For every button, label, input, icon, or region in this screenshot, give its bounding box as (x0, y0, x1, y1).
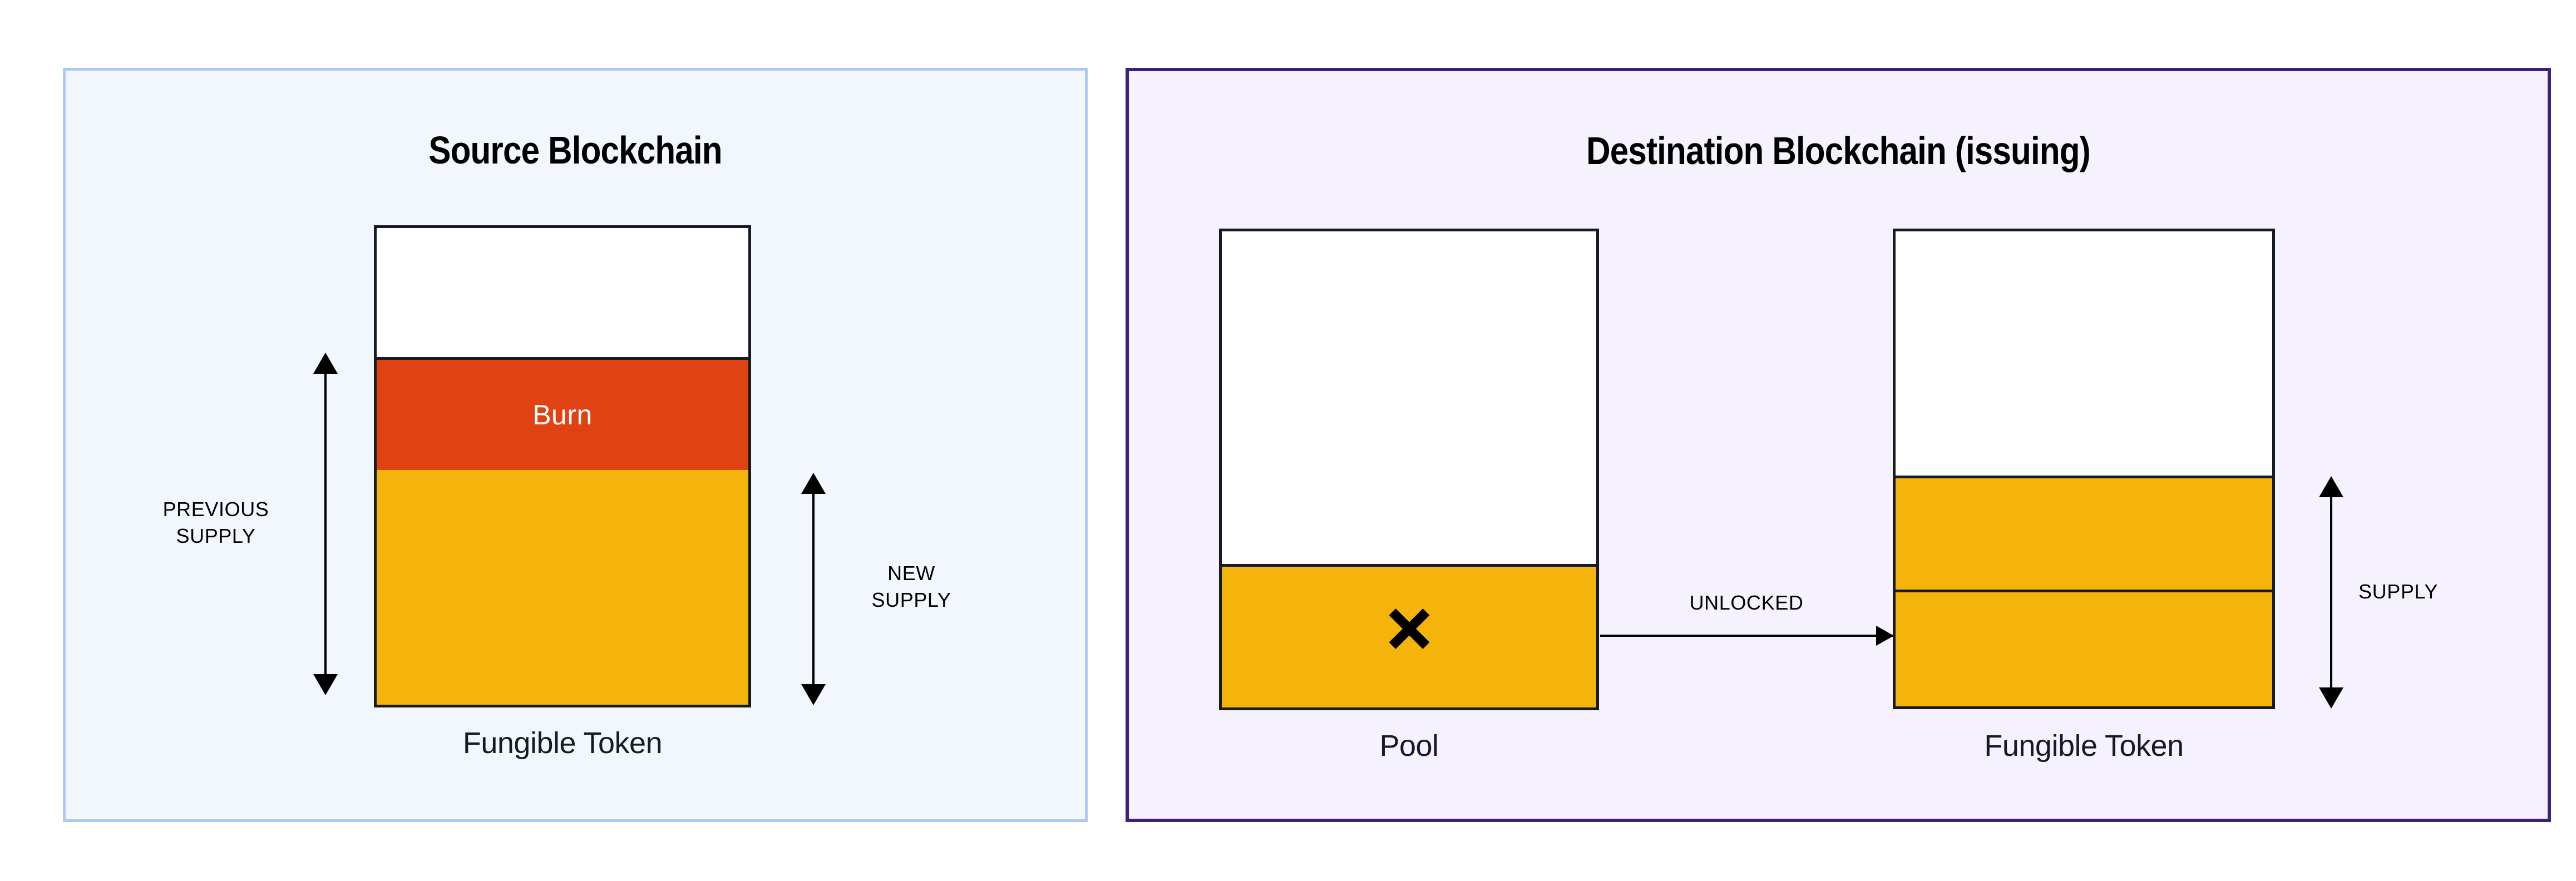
arrow-shaft (324, 364, 327, 684)
arrow-shaft (2330, 487, 2332, 697)
unlocked-flow-arrow (1600, 626, 1894, 646)
source-bar-caption: Fungible Token (462, 726, 663, 760)
pool-bar-caption: Pool (1379, 729, 1439, 763)
source-segment-empty-headroom (377, 228, 748, 360)
supply-label: SUPPLY (2358, 580, 2438, 603)
destination-blockchain-panel: Destination Blockchain (issuing) Pool UN… (1126, 68, 2551, 822)
previous-supply-label: PREVIOUS SUPPLY (162, 498, 269, 547)
destination-fungible-token-bar (1893, 229, 2275, 709)
destination-segment-empty-headroom (1896, 231, 2272, 478)
burn-label: Burn (532, 399, 593, 430)
source-segment-remaining-supply (377, 470, 748, 705)
pool-segment-empty-headroom (1222, 231, 1596, 567)
source-panel-title: Source Blockchain (428, 128, 722, 172)
previous-supply-dimension-arrow (313, 353, 338, 695)
destination-bar-caption: Fungible Token (1984, 729, 2184, 763)
arrow-head-right-icon (1876, 626, 1894, 646)
arrow-head-down-icon (2319, 687, 2343, 709)
destination-segment-existing-supply (1896, 590, 2272, 706)
arrow-head-down-icon (801, 684, 826, 705)
source-blockchain-panel: Source Blockchain Burn Fungible Token PR… (63, 68, 1088, 822)
source-fungible-token-bar: Burn (374, 225, 751, 707)
x-close-icon (1385, 604, 1433, 652)
new-supply-label: NEW SUPPLY (871, 562, 951, 611)
new-supply-dimension-arrow (801, 473, 826, 705)
pool-bar (1219, 229, 1599, 710)
arrow-head-down-icon (313, 674, 338, 695)
arrow-shaft (812, 484, 815, 694)
destination-segment-newly-unlocked (1896, 476, 2272, 592)
supply-dimension-arrow (2319, 476, 2343, 709)
destination-panel-title: Destination Blockchain (issuing) (1586, 129, 2091, 172)
source-segment-burn: Burn (377, 357, 748, 473)
pool-segment-locked (1222, 564, 1596, 707)
unlocked-flow-label: UNLOCKED (1689, 591, 1804, 614)
